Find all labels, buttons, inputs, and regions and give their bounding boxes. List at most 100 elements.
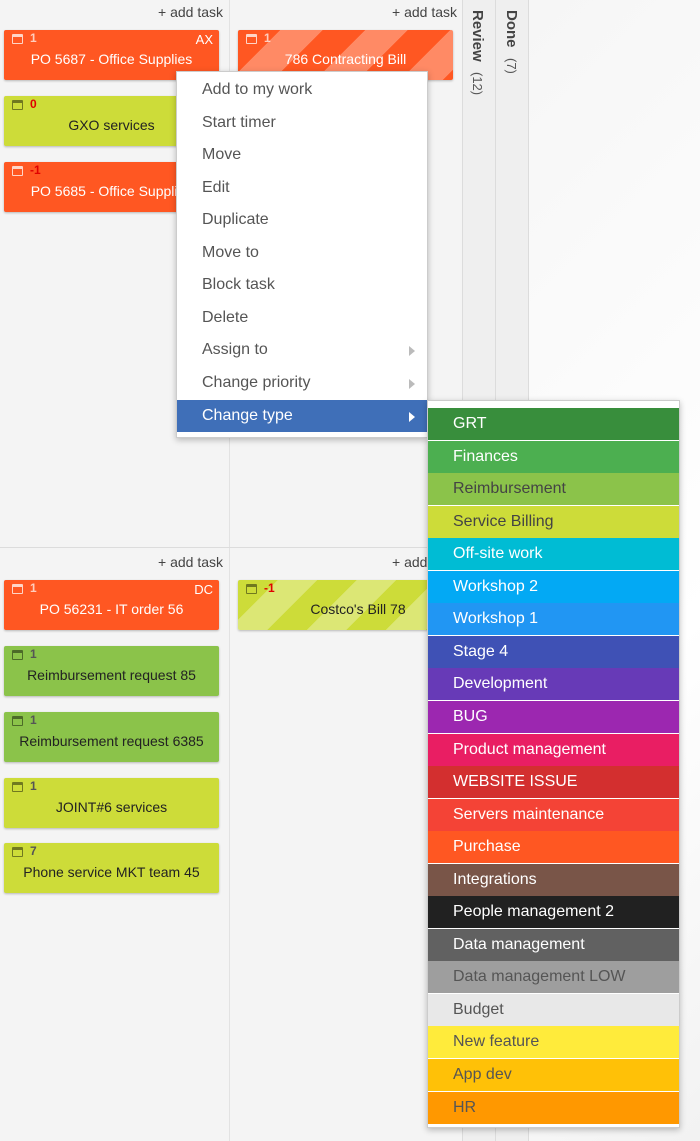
card-title: 786 Contracting Bill: [284, 51, 407, 67]
calendar-icon: [246, 584, 257, 594]
type-option-label: Development: [453, 675, 548, 692]
swimlane-divider: [0, 547, 462, 548]
type-option-label: Integrations: [453, 871, 537, 888]
card-days-count: -1: [30, 163, 41, 177]
calendar-icon: [12, 716, 23, 726]
card-assignee-initials: DC: [194, 582, 213, 597]
add-task-link[interactable]: + add task: [158, 554, 223, 570]
task-card[interactable]: -1 Costco's Bill 78: [238, 580, 453, 630]
card-days-count: 7: [30, 844, 37, 858]
calendar-icon: [12, 584, 23, 594]
card-title: GXO services: [68, 117, 155, 133]
type-option-data-management[interactable]: Data management: [428, 929, 679, 961]
type-option-label: Reimbursement: [453, 480, 566, 497]
menu-item-add-to-my-work[interactable]: Add to my work: [177, 74, 427, 106]
menu-item-label: Assign to: [202, 341, 268, 358]
type-option-budget[interactable]: Budget: [428, 994, 679, 1026]
menu-item-label: Start timer: [202, 114, 276, 131]
menu-item-block-task[interactable]: Block task: [177, 269, 427, 301]
menu-item-start-timer[interactable]: Start timer: [177, 107, 427, 139]
card-days-count: 1: [30, 713, 37, 727]
type-option-development[interactable]: Development: [428, 668, 679, 700]
menu-item-label: Duplicate: [202, 211, 269, 228]
card-days-count: 1: [30, 779, 37, 793]
review-column-name: Review: [469, 10, 486, 62]
calendar-icon: [246, 34, 257, 44]
type-option-label: Budget: [453, 1001, 504, 1018]
type-option-bug[interactable]: BUG: [428, 701, 679, 733]
menu-item-label: Move to: [202, 244, 259, 261]
type-option-reimbursement[interactable]: Reimbursement: [428, 473, 679, 505]
card-context-menu: Add to my work Start timer Move Edit Dup…: [176, 71, 428, 438]
menu-item-change-priority[interactable]: Change priority: [177, 367, 427, 399]
review-column-count: (12): [470, 71, 485, 95]
type-option-data-management-low[interactable]: Data management LOW: [428, 961, 679, 993]
type-option-website-issue[interactable]: WEBSITE ISSUE: [428, 766, 679, 798]
menu-item-label: Change type: [202, 407, 293, 424]
task-card[interactable]: 1 Reimbursement request 6385: [4, 712, 219, 762]
type-option-label: Service Billing: [453, 513, 554, 530]
type-option-purchase[interactable]: Purchase: [428, 831, 679, 863]
type-option-workshop-1[interactable]: Workshop 1: [428, 603, 679, 635]
type-option-hr[interactable]: HR: [428, 1092, 679, 1124]
card-days-count: 1: [30, 647, 37, 661]
calendar-icon: [12, 650, 23, 660]
card-days-count: 1: [264, 31, 271, 45]
calendar-icon: [12, 782, 23, 792]
card-title: PO 56231 - IT order 56: [39, 601, 184, 617]
card-days-count: 1: [30, 31, 37, 45]
add-task-link[interactable]: + add task: [392, 4, 457, 20]
type-option-label: Off-site work: [453, 545, 543, 562]
submenu-arrow-icon: [409, 412, 415, 422]
calendar-icon: [12, 166, 23, 176]
type-option-service-billing[interactable]: Service Billing: [428, 506, 679, 538]
calendar-icon: [12, 34, 23, 44]
card-title: Reimbursement request 6385: [19, 733, 204, 749]
calendar-icon: [12, 847, 23, 857]
menu-item-edit[interactable]: Edit: [177, 172, 427, 204]
task-card[interactable]: 1 DC PO 56231 - IT order 56: [4, 580, 219, 630]
type-option-label: Workshop 2: [453, 578, 539, 595]
add-task-link[interactable]: + add task: [158, 4, 223, 20]
menu-item-move[interactable]: Move: [177, 139, 427, 171]
task-card[interactable]: 1 JOINT#6 services: [4, 778, 219, 828]
menu-item-duplicate[interactable]: Duplicate: [177, 204, 427, 236]
card-title: Reimbursement request 85: [27, 667, 196, 683]
done-column-label[interactable]: Done (7): [503, 10, 520, 74]
type-option-label: WEBSITE ISSUE: [453, 773, 578, 790]
type-option-servers-maintenance[interactable]: Servers maintenance: [428, 799, 679, 831]
type-option-label: App dev: [453, 1066, 512, 1083]
type-option-integrations[interactable]: Integrations: [428, 864, 679, 896]
card-title: JOINT#6 services: [55, 799, 168, 815]
type-option-stage-4[interactable]: Stage 4: [428, 636, 679, 668]
done-column-count: (7): [504, 57, 519, 74]
type-option-off-site-work[interactable]: Off-site work: [428, 538, 679, 570]
card-title: Costco's Bill 78: [310, 601, 406, 617]
menu-item-assign-to[interactable]: Assign to: [177, 334, 427, 366]
submenu-arrow-icon: [409, 379, 415, 389]
card-title: PO 5685 - Office Supplies: [30, 183, 193, 199]
type-option-product-management[interactable]: Product management: [428, 734, 679, 766]
type-option-people-management-2[interactable]: People management 2: [428, 896, 679, 928]
type-option-finances[interactable]: Finances: [428, 441, 679, 473]
type-option-grt[interactable]: GRT: [428, 408, 679, 440]
card-days-count: 0: [30, 97, 37, 111]
card-title: PO 5687 - Office Supplies: [30, 51, 193, 67]
menu-item-change-type[interactable]: Change type: [177, 400, 427, 432]
card-days-count: 1: [30, 581, 37, 595]
menu-item-label: Edit: [202, 179, 230, 196]
menu-item-label: Block task: [202, 276, 275, 293]
type-option-new-feature[interactable]: New feature: [428, 1026, 679, 1058]
type-option-label: Purchase: [453, 838, 521, 855]
type-option-label: BUG: [453, 708, 488, 725]
type-option-label: HR: [453, 1099, 477, 1116]
task-card[interactable]: 7 Phone service MKT team 45: [4, 843, 219, 893]
task-card[interactable]: 1 Reimbursement request 85: [4, 646, 219, 696]
menu-item-move-to[interactable]: Move to: [177, 237, 427, 269]
type-option-app-dev[interactable]: App dev: [428, 1059, 679, 1091]
card-days-count: -1: [264, 581, 275, 595]
type-option-workshop-2[interactable]: Workshop 2: [428, 571, 679, 603]
review-column-label[interactable]: Review (12): [469, 10, 486, 95]
menu-item-delete[interactable]: Delete: [177, 302, 427, 334]
